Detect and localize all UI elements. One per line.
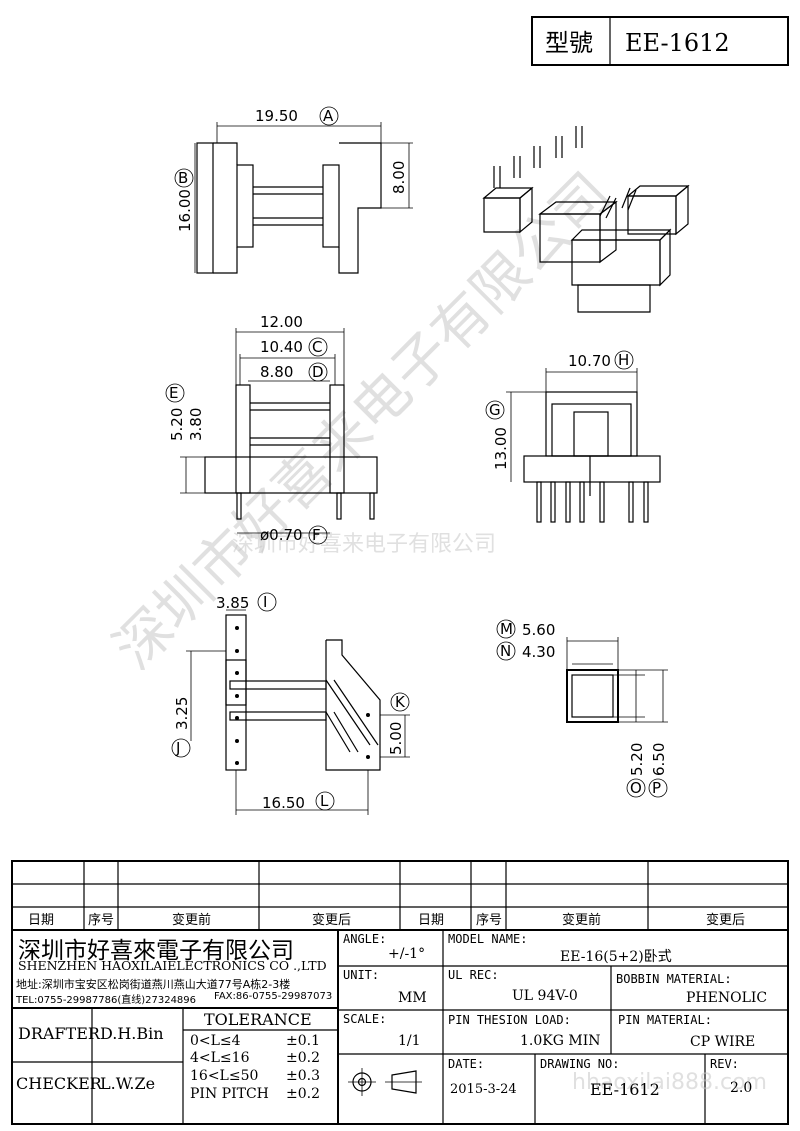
unit-label: UNIT: bbox=[343, 968, 380, 982]
rev-header-seq-1: 序号 bbox=[88, 913, 114, 928]
rev-header-seq-2: 序号 bbox=[476, 913, 502, 928]
dim-L-value: 16.50 bbox=[262, 794, 305, 812]
dim-E-tag: E bbox=[169, 384, 178, 402]
dim-e2-value: 3.80 bbox=[187, 408, 205, 441]
dim-M-tag: M bbox=[500, 620, 513, 638]
dim-F-tag: F bbox=[312, 526, 321, 544]
tolerance-range-4: PIN PITCH bbox=[190, 1086, 269, 1102]
dim-G-value: 13.00 bbox=[492, 427, 510, 470]
checker-label: CHECKER bbox=[16, 1074, 102, 1093]
drawing-no-label: DRAWING NO: bbox=[540, 1057, 620, 1071]
pin-load-value: 1.0KG MIN bbox=[520, 1033, 601, 1049]
tolerance-range-1: 0<L≤4 bbox=[190, 1033, 241, 1049]
horizontal-watermark: 深圳市好喜来电子有限公司 bbox=[232, 532, 496, 557]
tolerance-value-3: ±0.3 bbox=[286, 1068, 320, 1084]
top-title-box: 型號 EE-1612 bbox=[531, 16, 789, 66]
dim-P-tag: P bbox=[652, 779, 661, 797]
unit-value: MM bbox=[398, 990, 427, 1006]
dim-P-value: 6.50 bbox=[650, 743, 668, 776]
dim-J-tag: J bbox=[175, 739, 180, 757]
dim-I-value: 3.85 bbox=[216, 594, 249, 612]
company-tel: TEL:0755-29987786(直线)27324896 bbox=[16, 995, 197, 1006]
rev-header-date-1: 日期 bbox=[28, 913, 54, 928]
rev-header-date-2: 日期 bbox=[418, 913, 444, 928]
top-view: 19.50 A 16.00 B 8.00 bbox=[174, 106, 413, 274]
date-value: 2015-3-24 bbox=[450, 1082, 517, 1097]
rev-value: 2.0 bbox=[730, 1080, 753, 1096]
pin-material-label: PIN MATERIAL: bbox=[618, 1013, 712, 1027]
bobbin-material-label: BOBBIN MATERIAL: bbox=[616, 972, 732, 986]
title-block-grid bbox=[12, 930, 788, 1124]
company-name-cn: 深圳市好喜來電子有限公司 bbox=[18, 938, 294, 964]
rev-header-before-1: 变更前 bbox=[172, 912, 211, 928]
model-name-value: EE-16(5+2)卧式 bbox=[560, 949, 672, 965]
model-number: EE-1612 bbox=[625, 29, 730, 57]
tolerance-title: TOLERANCE bbox=[204, 1010, 312, 1029]
side-view: 10.70 H 13.00 G bbox=[485, 350, 661, 523]
dim-H-value: 10.70 bbox=[568, 352, 611, 370]
dim-G-tag: G bbox=[489, 401, 501, 419]
dim-K-value: 5.00 bbox=[387, 722, 405, 755]
tolerance-range-2: 4<L≤16 bbox=[190, 1050, 250, 1066]
model-label: 型號 bbox=[545, 29, 593, 57]
dim-D-tag: D bbox=[312, 363, 324, 381]
dim-B-tag: B bbox=[178, 169, 188, 187]
drafter-label: DRAFTER bbox=[18, 1024, 100, 1043]
dim-C-value: 10.40 bbox=[260, 338, 303, 356]
front-view: 12.00 10.40 C 8.80 D 5.20 E 3.80 ø0.70 F bbox=[165, 313, 378, 545]
dim-I-tag: I bbox=[263, 593, 267, 611]
dim-E-value: 5.20 bbox=[168, 408, 186, 441]
dim-K-tag: K bbox=[395, 693, 406, 711]
rev-header-after-2: 变更后 bbox=[706, 912, 745, 928]
dim-H-tag: H bbox=[618, 351, 629, 369]
angle-value: +/-1° bbox=[388, 946, 426, 962]
revision-table: 日期 序号 变更前 变更后 日期 序号 变更前 变更后 bbox=[11, 860, 789, 1125]
footprint-view: 3.85 I 3.25 J 5.00 K 16.50 L bbox=[171, 592, 410, 815]
rev-header-before-2: 变更前 bbox=[562, 912, 601, 928]
pin-material-value: CP WIRE bbox=[690, 1034, 756, 1050]
dim-overall-value: 12.00 bbox=[260, 313, 303, 331]
angle-label: ANGLE: bbox=[343, 932, 387, 946]
company-name-en: SHENZHEN HAOXILAIELECTRONICS CO .,LTD bbox=[18, 958, 327, 973]
dim-O-value: 5.20 bbox=[628, 743, 646, 776]
dim-top-right-value: 8.00 bbox=[390, 161, 408, 194]
dim-A-tag: A bbox=[323, 107, 334, 125]
checker-name: L.W.Ze bbox=[100, 1074, 156, 1093]
rev-header-after-1: 变更后 bbox=[312, 912, 351, 928]
dim-F-value: ø0.70 bbox=[260, 526, 303, 544]
model-name-label: MODEL NAME: bbox=[448, 932, 528, 946]
rev-label: REV: bbox=[710, 1057, 739, 1071]
ul-rec-label: UL REC: bbox=[448, 968, 499, 982]
isometric-view bbox=[482, 126, 690, 313]
dim-M-value: 5.60 bbox=[522, 621, 555, 639]
dim-D-value: 8.80 bbox=[260, 363, 293, 381]
footer-watermark: hhaoxilai888.com bbox=[572, 1070, 767, 1095]
dim-B-value: 16.00 bbox=[176, 189, 194, 232]
dim-A-value: 19.50 bbox=[255, 107, 298, 125]
tolerance-range-3: 16<L≤50 bbox=[190, 1068, 259, 1084]
tolerance-value-1: ±0.1 bbox=[286, 1033, 320, 1049]
scale-value: 1/1 bbox=[398, 1033, 421, 1049]
bobbin-material-value: PHENOLIC bbox=[686, 990, 768, 1006]
date-label: DATE: bbox=[448, 1057, 485, 1071]
dim-C-tag: C bbox=[312, 338, 322, 356]
dim-O-tag: O bbox=[630, 779, 642, 797]
tolerance-value-4: ±0.2 bbox=[286, 1086, 320, 1102]
dim-N-tag: N bbox=[500, 642, 511, 660]
pin-load-label: PIN THESION LOAD: bbox=[448, 1013, 571, 1027]
dim-N-value: 4.30 bbox=[522, 643, 555, 661]
scale-label: SCALE: bbox=[343, 1012, 387, 1026]
pin-section-view: 5.60 M 4.30 N 5.20 O 6.50 P bbox=[496, 619, 668, 798]
company-address: 地址:深圳市宝安区松岗街道燕川燕山大道77号A栋2-3楼 bbox=[16, 978, 291, 991]
drawing-no-value: EE-1612 bbox=[590, 1080, 660, 1099]
dim-L-tag: L bbox=[320, 792, 329, 810]
company-fax: FAX:86-0755-29987073 bbox=[214, 991, 333, 1002]
ul-rec-value: UL 94V-0 bbox=[512, 988, 578, 1004]
dim-J-value: 3.25 bbox=[173, 697, 191, 730]
drafter-name: D.H.Bin bbox=[100, 1024, 164, 1043]
tolerance-value-2: ±0.2 bbox=[286, 1050, 320, 1066]
